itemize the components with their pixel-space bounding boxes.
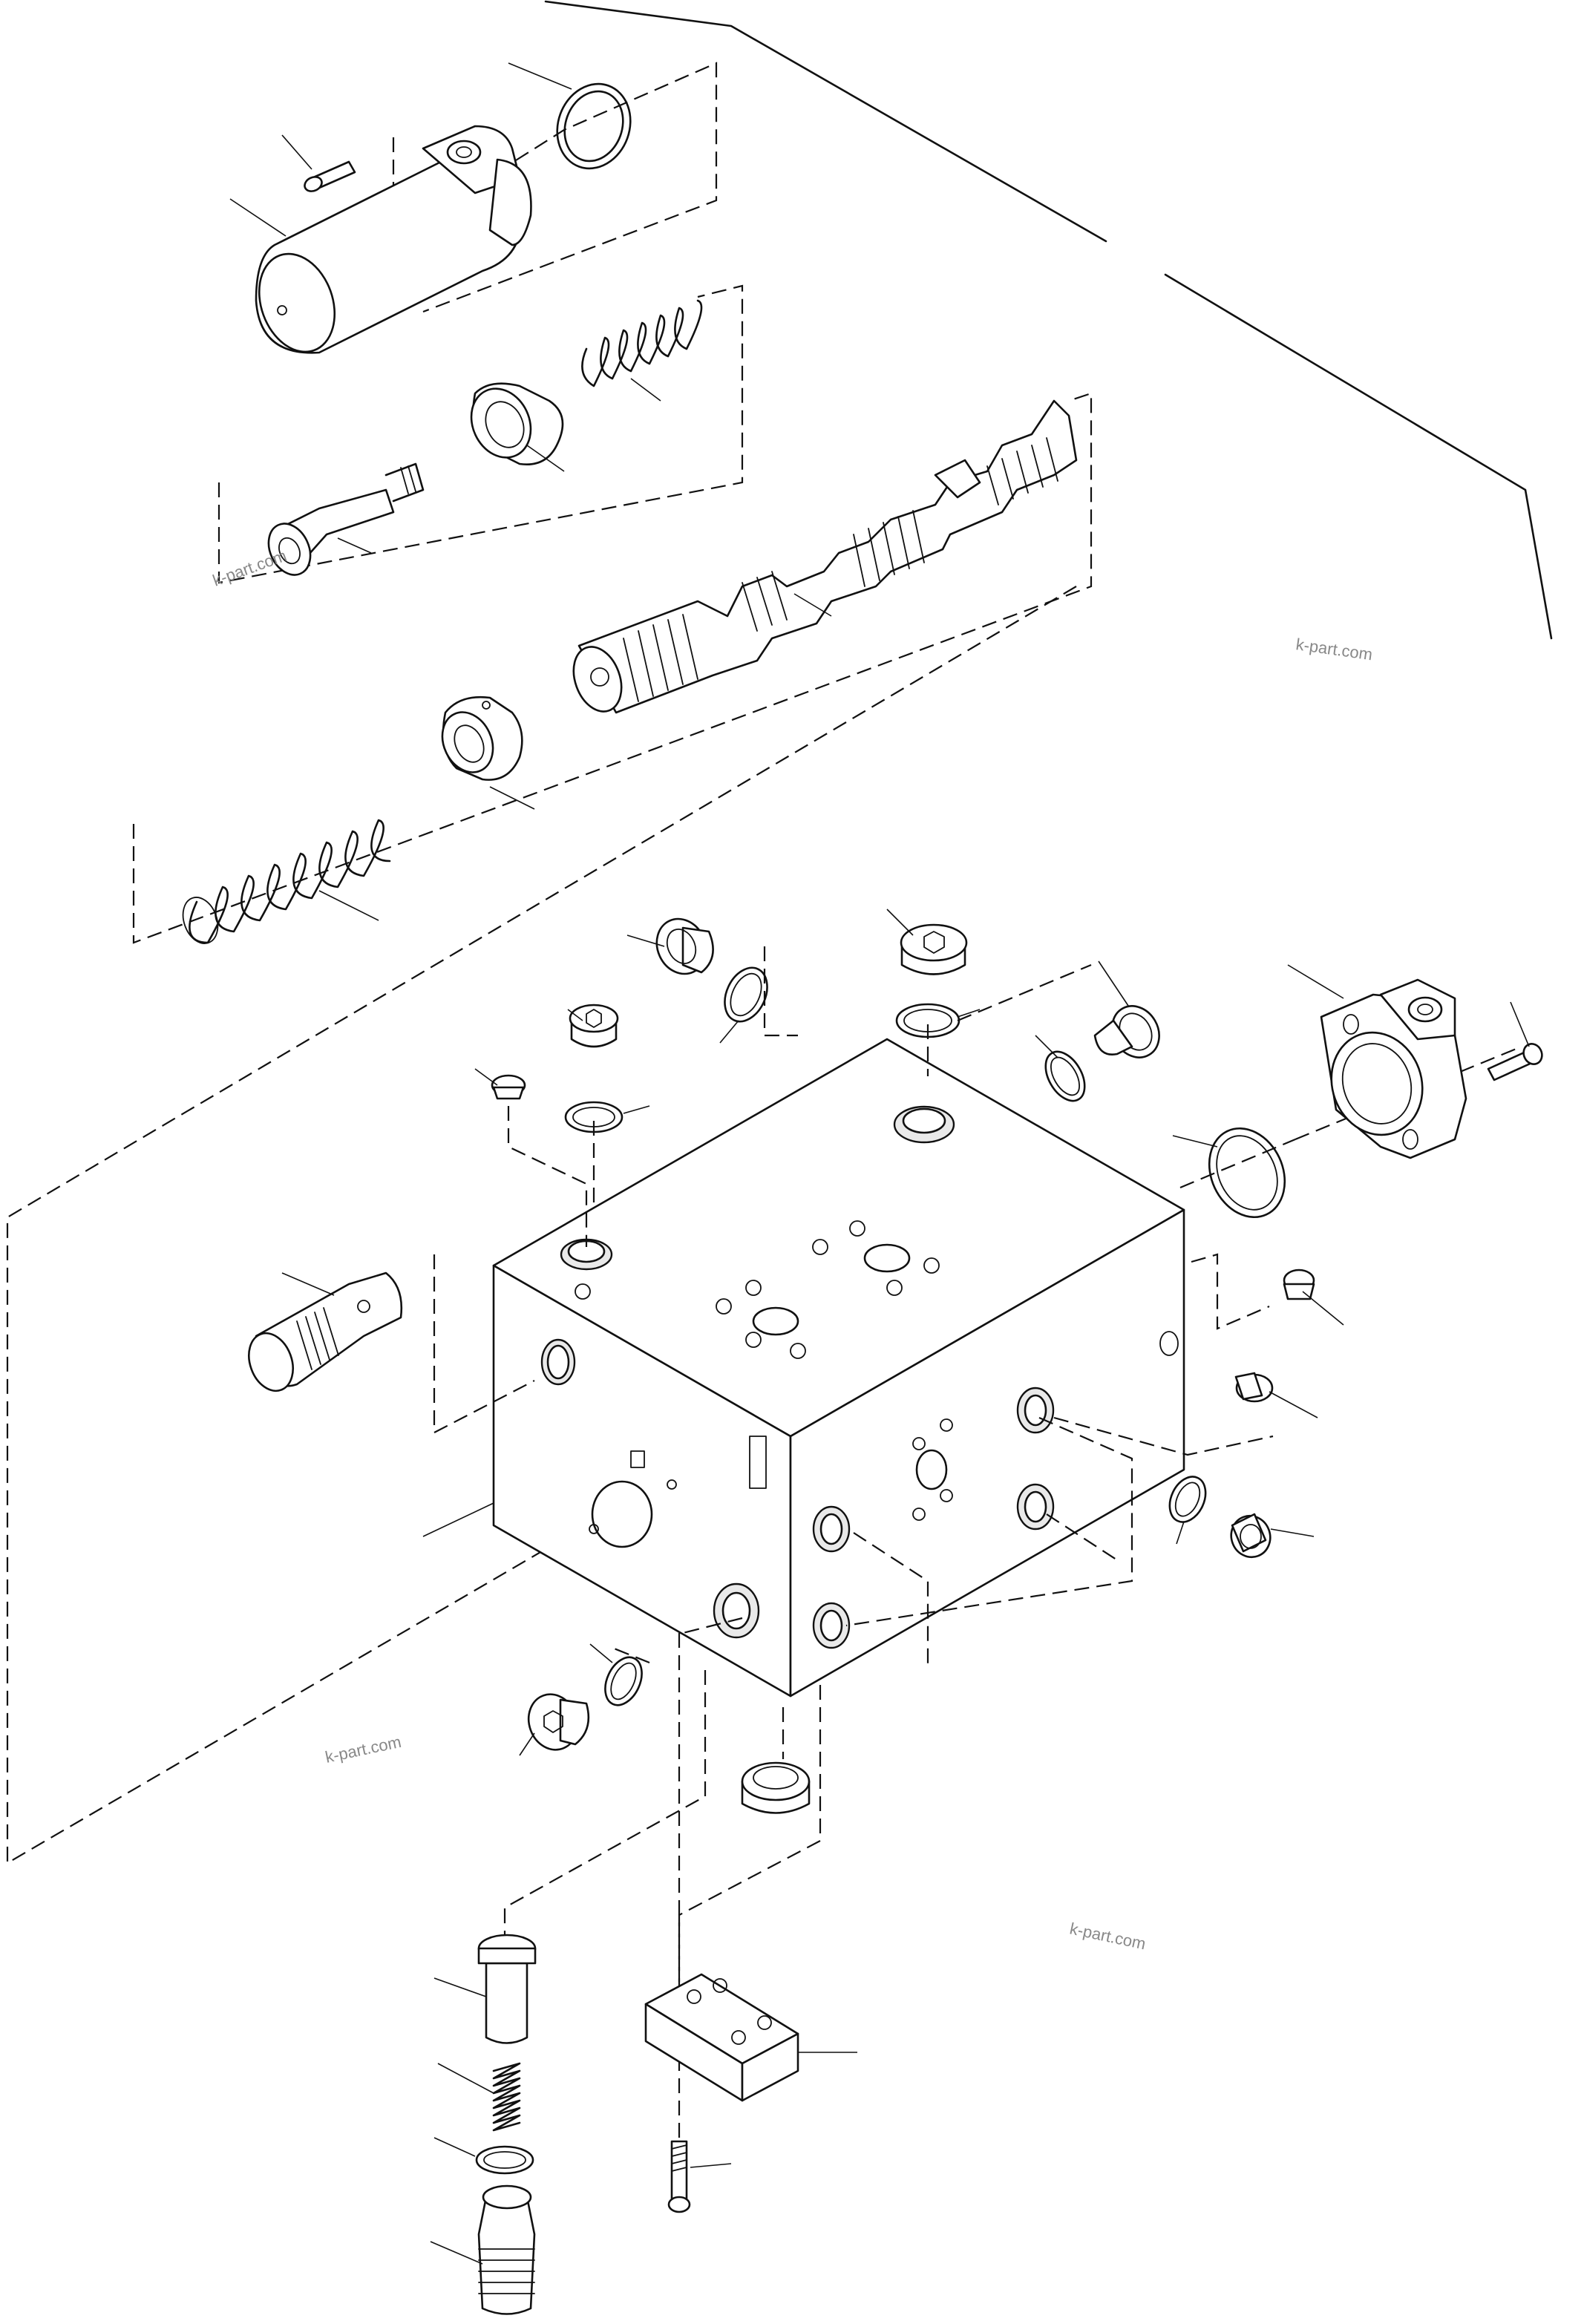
main-spool [572, 399, 1078, 714]
block-dashed-connections [433, 946, 1522, 2182]
piston-o-ring [433, 2137, 534, 2175]
leader-bushing [526, 445, 565, 472]
spool-bushing [470, 382, 564, 465]
right-face-ports [812, 1331, 1179, 1649]
screw-top-left [474, 1068, 526, 1100]
plug-right-middle [1234, 1372, 1318, 1418]
left-face-ports [540, 1338, 767, 1639]
leader-o-ring [508, 62, 572, 90]
cartridge-valve [248, 1271, 403, 1392]
assembly-boundary-line [544, 0, 1553, 640]
piston [433, 1934, 537, 2044]
o-ring-top-left [564, 1101, 650, 1133]
plug-upper-left [626, 917, 714, 975]
valve-block-right-face [789, 1208, 1185, 1698]
solenoid-dashed-frame [392, 62, 718, 313]
plug-lower-left [519, 1693, 590, 1756]
o-ring-upper-left [719, 966, 768, 1044]
spool-dashed-frame [217, 284, 744, 584]
small-spool [267, 462, 425, 576]
top-face-ports [560, 1105, 955, 1359]
cover-plate [644, 1973, 857, 2102]
leader-small-spool [337, 537, 372, 554]
leader-bolt [281, 134, 312, 170]
spool-group [217, 284, 744, 584]
plug-top-left [567, 1004, 619, 1048]
large-spring [182, 819, 391, 944]
plug-upper-center [886, 909, 968, 975]
watermark: k-part.com [1068, 1919, 1148, 1953]
leader-small-spring [630, 378, 661, 402]
flange-o-ring [1172, 1127, 1286, 1219]
leader-main-bushing [489, 786, 535, 810]
valve-block [492, 1038, 1185, 1698]
flange-bolt [1487, 1001, 1543, 1081]
plug-upper-right [1093, 960, 1160, 1058]
housing-bolt [304, 160, 356, 192]
solenoid-housing-group [229, 62, 718, 354]
main-spool-group [132, 392, 1093, 944]
leader-housing [229, 198, 287, 237]
valve-seat [430, 2184, 536, 2315]
plug-right-lower [1230, 1513, 1315, 1559]
housing-o-ring [556, 82, 632, 170]
piston-spring [437, 2062, 521, 2132]
watermark: k-part.com [210, 546, 289, 590]
main-spool-dashed-frame [132, 392, 1093, 944]
o-ring-upper-right [1035, 1035, 1086, 1102]
leader-main-spool [793, 593, 832, 617]
o-ring-lower-left [589, 1643, 643, 1706]
main-dashed-boundary [6, 586, 1077, 1865]
o-ring-right-lower [1168, 1476, 1207, 1545]
plate-bolt [667, 2140, 732, 2213]
solenoid-housing [255, 125, 532, 354]
small-spring [581, 299, 703, 387]
o-ring-upper-center [895, 1003, 981, 1038]
leader-valve-block [422, 1502, 494, 1537]
main-spool-bushing [441, 695, 523, 781]
watermark: k-part.com [1295, 635, 1373, 664]
flange-cover [1287, 964, 1467, 1159]
leader-large-spring [318, 890, 379, 921]
plug-bottom-center [741, 1761, 811, 1814]
plug-right-upper [1283, 1269, 1344, 1326]
watermark: k-part.com [324, 1732, 403, 1767]
